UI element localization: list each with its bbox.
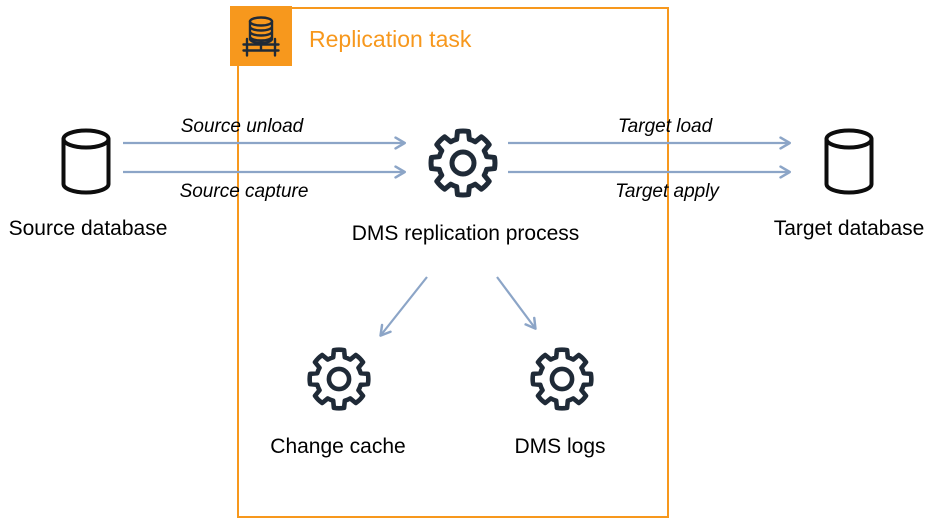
source-capture-arrow-label: Source capture [179,181,309,202]
target-database-label: Target database [773,217,925,240]
dms-replication-process-label: DMS replication process [351,222,580,245]
replication-task-box [237,7,669,518]
dms-logs-label: DMS logs [514,435,606,458]
source-unload-arrow-label: Source unload [180,116,304,137]
change-cache-gear-icon [307,347,371,411]
source-database-cylinder-icon [61,128,111,195]
replication-task-title: Replication task [309,26,472,52]
dms-database-bridge-icon [242,16,280,57]
replication-task-icon-tile [230,6,292,66]
source-database-label: Source database [8,217,168,240]
target-database-cylinder-icon [824,128,874,195]
target-apply-arrow-label: Target apply [615,181,719,202]
dms-replication-process-gear-icon [428,128,498,198]
target-load-arrow-label: Target load [617,116,713,137]
change-cache-label: Change cache [270,435,406,458]
dms-logs-gear-icon [530,347,594,411]
